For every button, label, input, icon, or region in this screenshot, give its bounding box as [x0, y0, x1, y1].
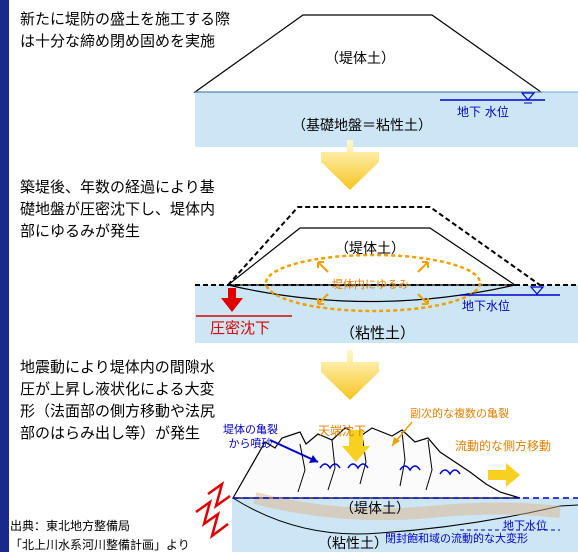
- panel3-embankment-label: （堤体土）: [340, 501, 410, 517]
- panel3-crack-sand-label: 堤体の亀裂 から噴砂: [223, 423, 278, 450]
- panel3-deformation-label: 閉封飽和域の流動的な大変形: [385, 532, 528, 545]
- panel2-caption: 築堤後、年数の経過により基 礎地盤が圧密沈下し、堤体内 部にゆるみが発生: [20, 178, 216, 240]
- panel2-water-mark: [529, 286, 545, 295]
- panel1-ground: [195, 92, 578, 147]
- crack-sand-arrow: [269, 439, 319, 463]
- panel1-water-mark: [520, 92, 536, 101]
- panel2-embankment-label: （堤体土）: [335, 241, 405, 257]
- crest-settlement-arrow: [342, 430, 370, 462]
- panel3-caption: 地震動により堤体内の間隙水 圧が上昇し液状化による大変 形（法面部の側方移動や法…: [20, 358, 216, 442]
- panel2-loosening-label: 堤体内にゆるみ: [332, 278, 409, 291]
- panel2-settled-base: [227, 284, 516, 303]
- panel2-clay-label: （粘性土）: [340, 324, 416, 342]
- panel2-loosening-zone: [264, 253, 482, 313]
- panel3-clay-label: （粘性土）: [318, 536, 388, 552]
- panel1-foundation-label: （基礎地盤＝粘性土）: [292, 118, 432, 134]
- source-line2: 「北上川水系河川整備計画」より: [10, 538, 190, 552]
- source-line1: 出典：東北地方整備局: [10, 519, 131, 533]
- panel1-caption: 新たに堤防の盛土を施工する際 は十分な締め閉め固めを実施: [20, 10, 231, 50]
- panel3-secondary-cracks-label: 副次的な複数の亀裂: [410, 407, 509, 420]
- down-arrow-2: [321, 350, 379, 400]
- panel2-original-outline: [227, 206, 541, 286]
- lateral-flow-arrow: [488, 463, 520, 487]
- panel3-deformed-base: [232, 497, 578, 535]
- panel3-cracks: [297, 431, 433, 493]
- panel3-lateral-flow-label: 流動的な側方移動: [455, 439, 552, 453]
- panel3-embankment: [231, 427, 521, 499]
- sidebar-bar: [0, 0, 9, 552]
- panel1-groundwater-label: 地下 水位: [457, 105, 509, 119]
- panel3-sand-boils: [319, 463, 461, 476]
- panel2-loose-arrows: [317, 261, 429, 305]
- panel2-groundwater-label: 地下水位: [462, 299, 511, 313]
- panel3-groundwater-label: 地下水位: [503, 519, 547, 532]
- panel1-embankment-label: （堤体土）: [325, 51, 395, 67]
- seismic-wave-icon: [195, 498, 229, 540]
- panel3-flow-zone: [253, 492, 561, 521]
- down-arrow-1: [321, 140, 379, 190]
- panel3-ground: [232, 498, 578, 552]
- settlement-arrow: [221, 288, 243, 312]
- panel2-settlement-label: 圧密沈下: [210, 319, 271, 337]
- panel3-crest-settlement-label: 天端沈下: [318, 424, 367, 438]
